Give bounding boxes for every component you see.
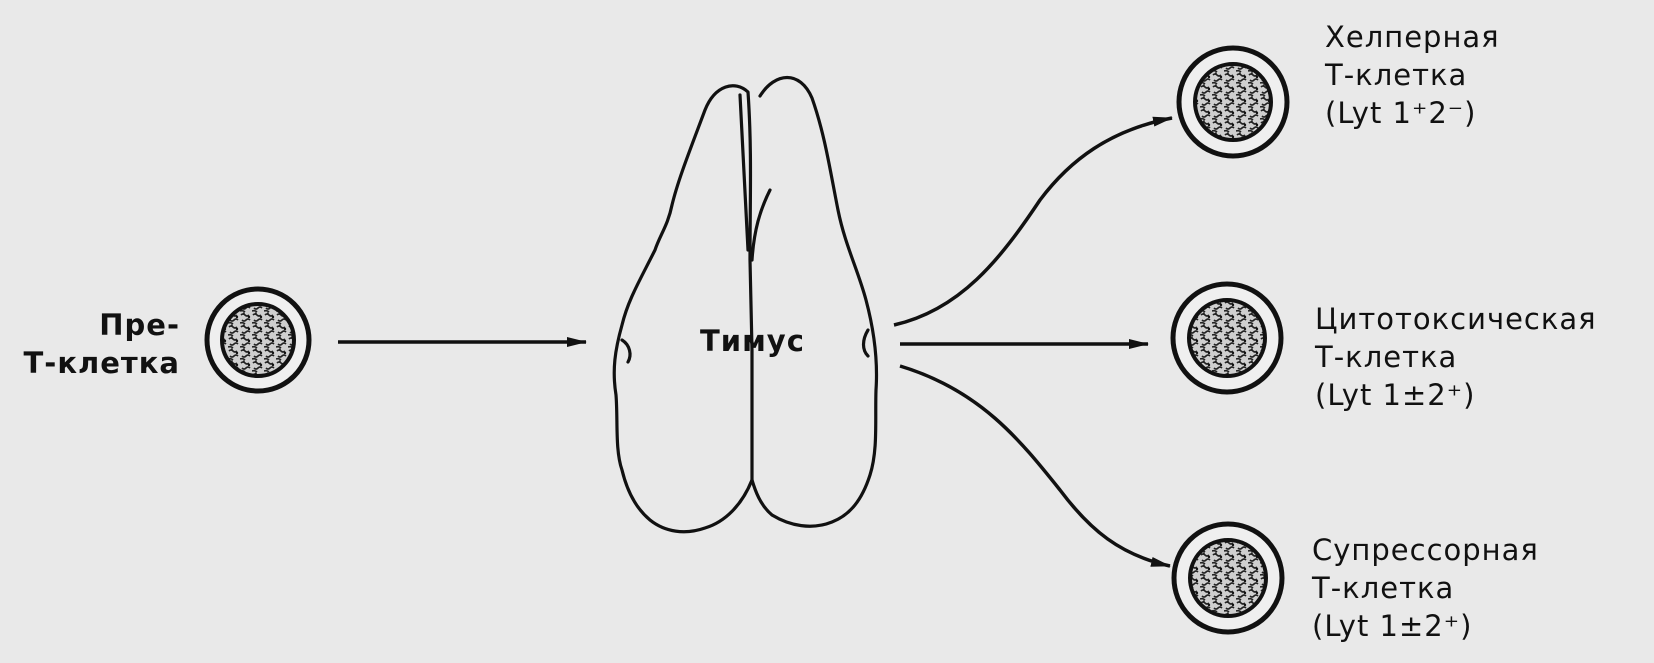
- pre-t-cell-label: Пре- Т-клетка: [8, 306, 180, 382]
- cytotoxic-t-cell-icon: [1173, 284, 1281, 392]
- pre-t-cell-icon: [207, 289, 309, 391]
- thymus-label: Тимус: [700, 322, 805, 360]
- arrow-to-helper: [894, 118, 1172, 325]
- helper-t-cell-label: Хелперная Т-клетка (Lyt 1⁺2⁻): [1325, 18, 1500, 132]
- helper-marker: (Lyt 1⁺2⁻): [1325, 94, 1500, 132]
- arrow-to-suppressor: [900, 366, 1170, 566]
- helper-name: Хелперная: [1325, 18, 1500, 56]
- suppressor-name: Супрессорная: [1312, 531, 1539, 569]
- suppressor-sub: Т-клетка: [1312, 569, 1539, 607]
- suppressor-t-cell-label: Супрессорная Т-клетка (Lyt 1±2⁺): [1312, 531, 1539, 645]
- cytotoxic-name: Цитотоксическая: [1315, 300, 1597, 338]
- helper-sub: Т-клетка: [1325, 56, 1500, 94]
- cytotoxic-t-cell-label: Цитотоксическая Т-клетка (Lyt 1±2⁺): [1315, 300, 1597, 414]
- cytotoxic-sub: Т-клетка: [1315, 338, 1597, 376]
- suppressor-marker: (Lyt 1±2⁺): [1312, 607, 1539, 645]
- thymus-icon: [614, 78, 876, 532]
- cytotoxic-marker: (Lyt 1±2⁺): [1315, 376, 1597, 414]
- pre-t-cell-line2: Т-клетка: [8, 344, 180, 382]
- pre-t-cell-line1: Пре-: [8, 306, 180, 344]
- helper-t-cell-icon: [1179, 48, 1287, 156]
- suppressor-t-cell-icon: [1174, 524, 1282, 632]
